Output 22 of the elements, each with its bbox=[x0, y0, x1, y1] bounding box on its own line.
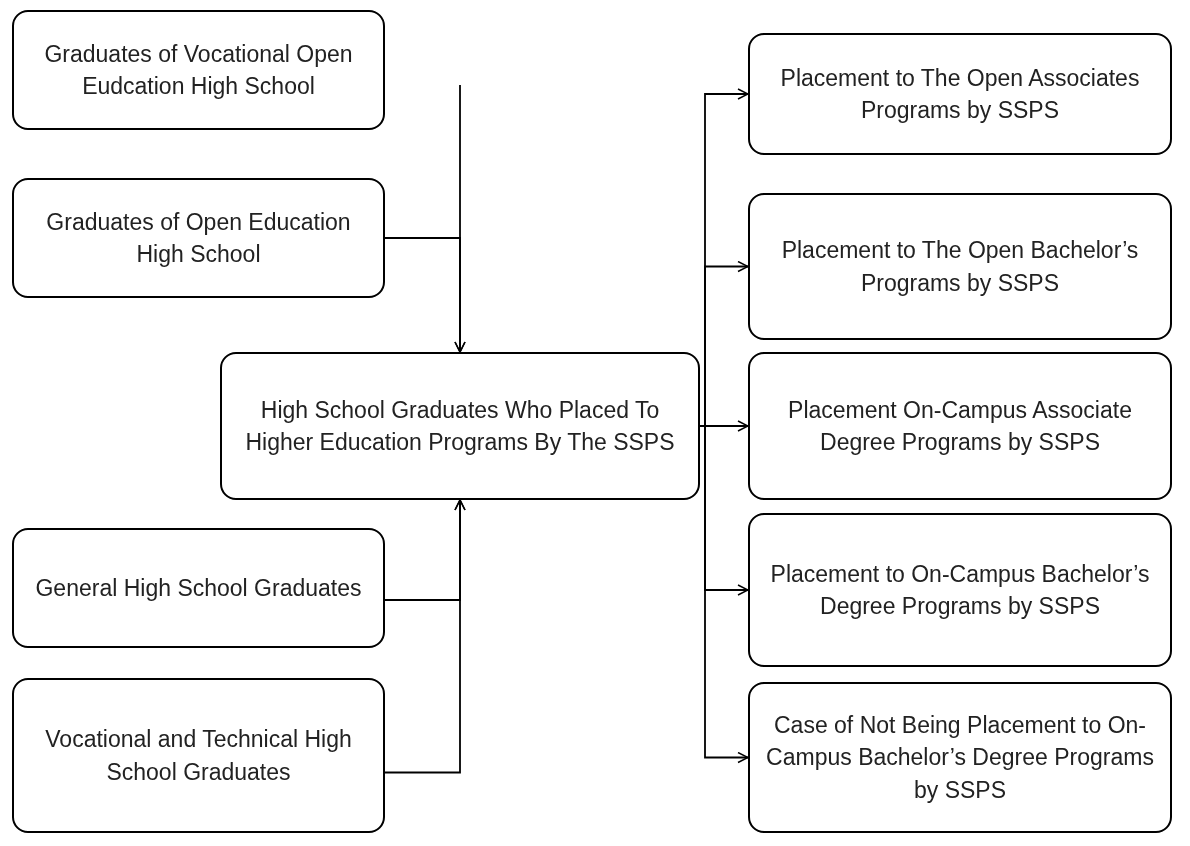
box-text: Placement On-Campus Associate Degree Programs by SSPS bbox=[787, 395, 1133, 457]
process-box bbox=[748, 352, 1172, 500]
box-text: Placement to The Open Bachelor’s Programs by SSPS bbox=[780, 236, 1140, 298]
box-text: General High School Graduates bbox=[35, 573, 362, 603]
arrow bbox=[384, 499, 466, 774]
process-box bbox=[12, 528, 385, 648]
box-text: Placement to The Open Associates Programs by SSPS bbox=[779, 63, 1141, 125]
box-text: Case of Not Being Placement to On-Campus Bachelor’s Degree Programs by SSPS bbox=[765, 711, 1155, 805]
box-text: Vocational and Technical High School Graduates bbox=[44, 725, 353, 787]
process-box bbox=[12, 10, 385, 130]
process-box bbox=[748, 682, 1172, 833]
box-text: Placement to On-Campus Bachelor’s Degree Programs by SSPS bbox=[769, 559, 1151, 621]
process-box bbox=[748, 193, 1172, 340]
box-text: High School Graduates Who Placed To Higher Education Programs By The SSPS bbox=[244, 395, 676, 457]
process-box bbox=[220, 352, 700, 500]
process-box bbox=[12, 178, 385, 298]
box-text: Graduates of Open Education High School bbox=[45, 207, 352, 269]
arrow bbox=[384, 237, 466, 353]
process-box bbox=[748, 33, 1172, 155]
process-box bbox=[748, 513, 1172, 667]
box-text: Graduates of Vocational Open Eudcation High School bbox=[43, 39, 354, 101]
process-box bbox=[12, 678, 385, 833]
